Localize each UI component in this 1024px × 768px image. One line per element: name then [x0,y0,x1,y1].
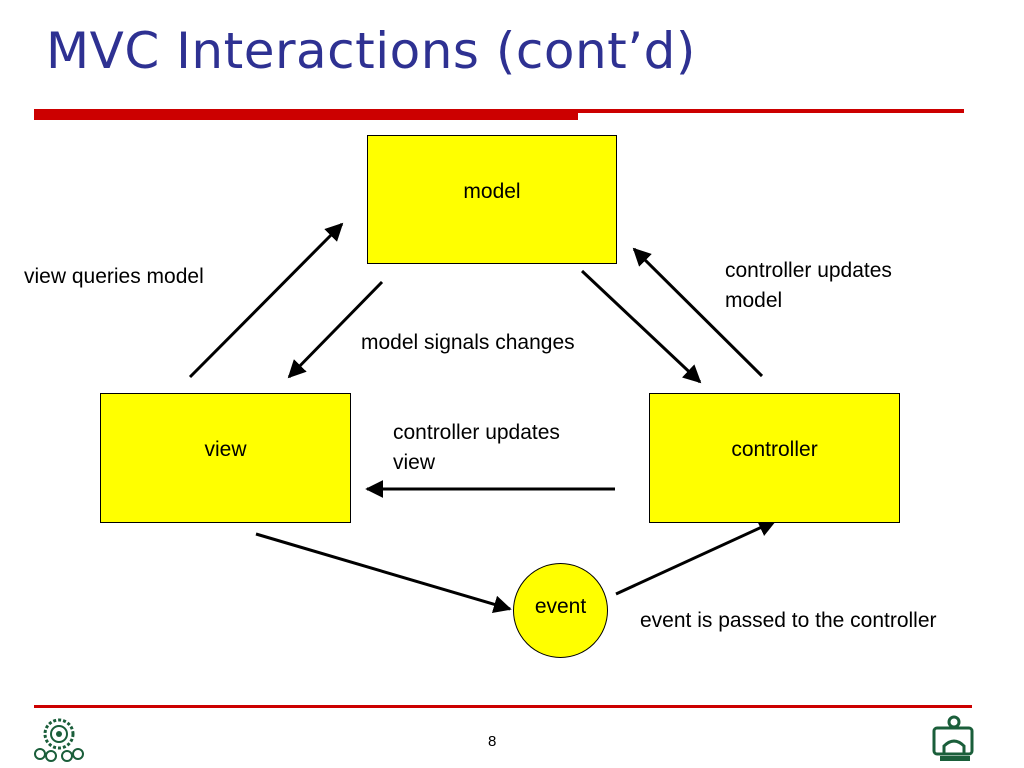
event-node-label: event [534,594,587,618]
controller-node: controller [649,393,900,523]
computer-user-icon [932,715,974,761]
event-node: event [513,563,608,658]
arrow-controller-updates-model [632,247,764,378]
footer-divider [34,705,972,708]
view-node: view [100,393,351,523]
arrow-model-signals-view [287,280,384,379]
title-underline-thin [34,109,964,113]
label-controller-updates-view-2: view [393,451,436,474]
slide-title: MVC Interactions (cont’d) [46,22,696,80]
title-underline-thick [34,112,578,120]
label-event-passed: event is passed to the controller [640,609,937,632]
arrow-view-queries-model [188,222,344,379]
controller-node-label: controller [731,438,818,461]
label-controller-updates-view-1: controller updates [393,421,560,444]
label-controller-updates-model-1: controller updates [725,259,892,282]
model-node: model [367,135,617,264]
university-emblem-icon [34,718,84,762]
label-controller-updates-model-2: model [725,289,783,312]
label-view-queries-model: view queries model [24,265,204,288]
label-model-signals-changes: model signals changes [361,331,575,354]
page-number: 8 [488,733,497,750]
arrow-event-to-controller [615,519,777,596]
model-node-label: model [463,179,521,203]
arrow-view-to-event [255,532,512,614]
view-node-label: view [204,438,247,461]
arrow-model-signals-controller [580,269,702,384]
